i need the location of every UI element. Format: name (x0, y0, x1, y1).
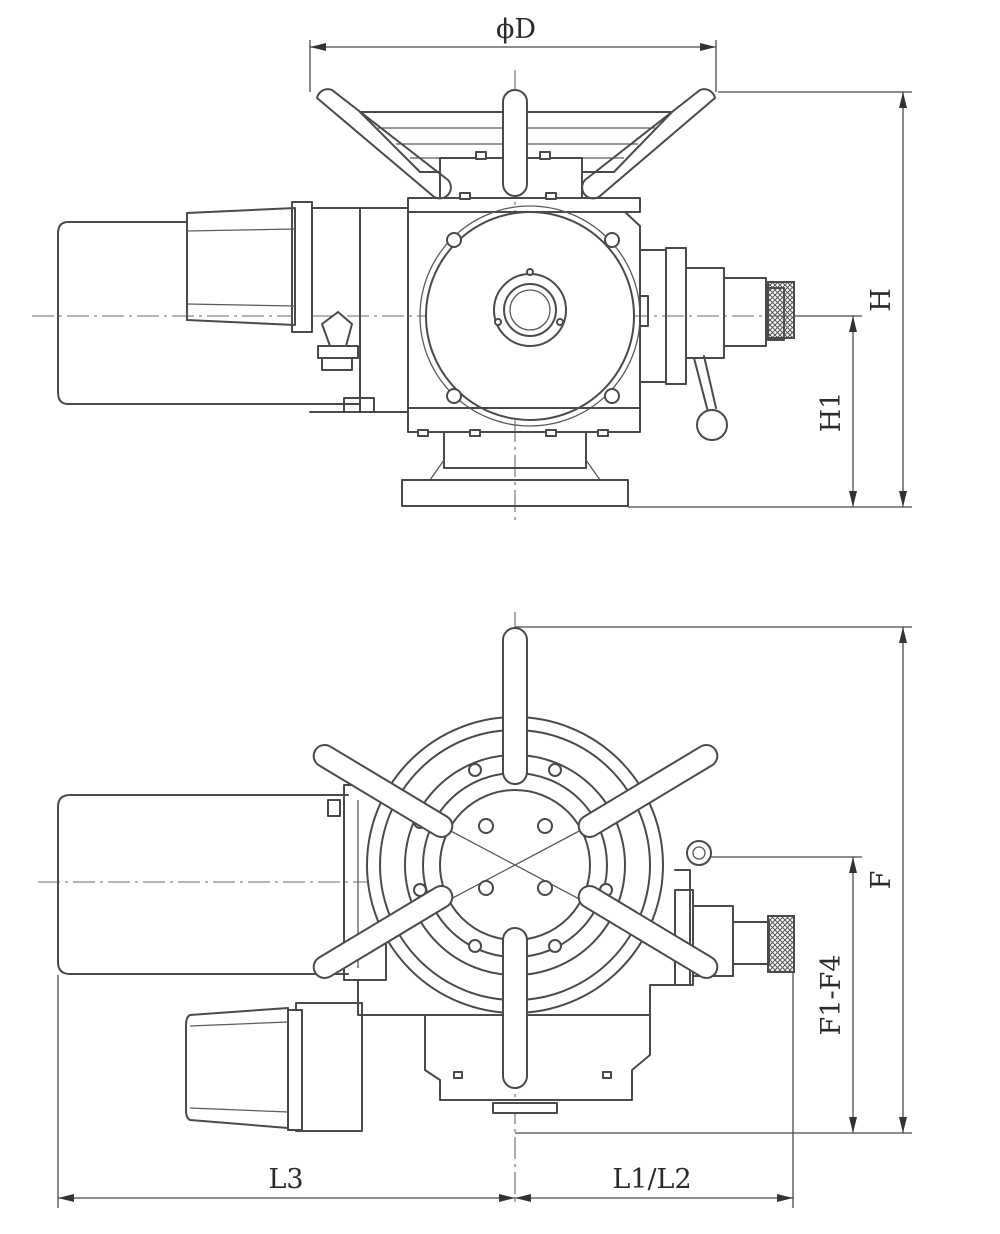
bottom-flange-plate (407, 407, 641, 433)
plan-motor-housing (57, 794, 349, 975)
clutch-lever-knob (696, 409, 728, 441)
mounting-neck (443, 431, 587, 469)
top-flange-strip (407, 197, 641, 213)
cable-gland (321, 311, 353, 347)
drive-stem (492, 1102, 558, 1114)
motor-connector (309, 207, 361, 413)
base-flange (401, 479, 629, 507)
plan-spoke-lower-left (312, 884, 454, 980)
label-l1-l2: L1/L2 (612, 1164, 691, 1195)
plan-lower-motor (185, 1007, 289, 1129)
handle-body (685, 267, 725, 359)
dimension-lines (57, 40, 912, 1208)
label-h1: H1 (816, 392, 847, 433)
label-diameter: ϕD (496, 14, 536, 45)
plan-spoke-lower-right (577, 884, 719, 980)
front-view (32, 70, 860, 520)
handwheel-bowl (359, 111, 673, 173)
plan-view (38, 612, 795, 1205)
motor-housing (186, 207, 296, 326)
plan-spoke-top (502, 627, 528, 785)
dimension-labels: ϕD H H1 F F1-F4 L3 L1/L2 (268, 14, 897, 1195)
control-box (359, 207, 409, 413)
spoke-center (502, 89, 528, 197)
plan-control-box (295, 1002, 363, 1132)
plan-spoke-bottom (502, 927, 528, 1089)
knurled-knob (767, 281, 795, 339)
plan-gear-body (357, 869, 691, 1016)
motor-flange (291, 201, 313, 333)
plan-spoke-upper-right (577, 743, 719, 839)
gearbox-cover (425, 211, 635, 421)
lifting-eye (686, 840, 712, 866)
plan-lower-gear-box (424, 1014, 651, 1101)
plan-spoke-upper-left (312, 743, 454, 839)
motor-end-cap (57, 221, 361, 405)
label-f: F (866, 871, 897, 890)
plan-knurled-knob (767, 915, 795, 973)
label-f1-f4: F1-F4 (816, 955, 847, 1036)
label-l3: L3 (268, 1164, 303, 1195)
label-height: H (866, 288, 897, 312)
